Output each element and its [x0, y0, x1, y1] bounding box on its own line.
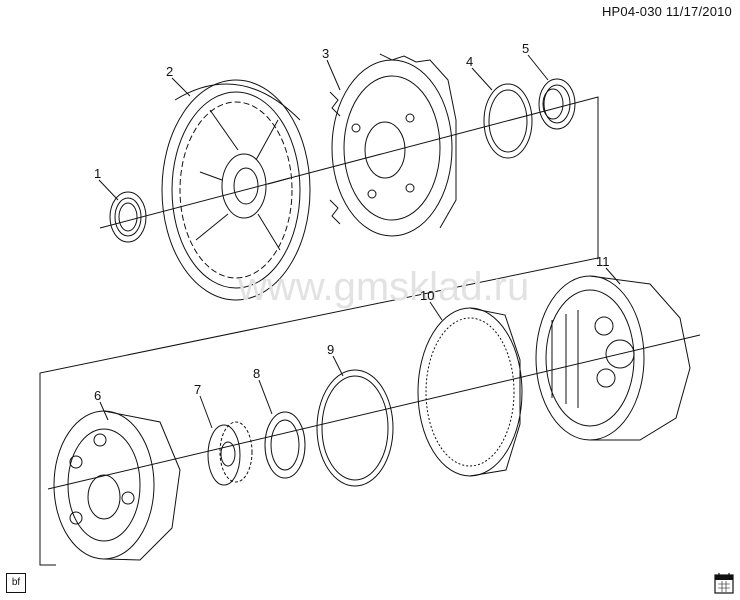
upper-centerline — [39, 96, 599, 566]
callout-6: 6 — [94, 388, 101, 403]
callout-5: 5 — [522, 41, 529, 56]
callout-8: 8 — [253, 366, 260, 381]
calendar-icon — [714, 573, 734, 594]
lower-centerline — [47, 334, 701, 490]
part-5-bushing — [538, 78, 576, 130]
document-id: HP04-030 11/17/2010 — [602, 4, 732, 19]
part-9-snap-ring — [316, 369, 394, 487]
part-11-housing — [535, 275, 691, 441]
part-1-bearing — [109, 191, 147, 243]
callout-2: 2 — [166, 64, 173, 79]
part-7-pinion — [207, 421, 253, 486]
callout-3: 3 — [322, 46, 329, 61]
callout-4: 4 — [466, 54, 473, 69]
callout-9: 9 — [327, 342, 334, 357]
part-10-ring-gear — [417, 307, 523, 477]
leader-lines — [98, 54, 621, 429]
callout-11: 11 — [596, 254, 610, 269]
part-8-washer — [264, 411, 306, 479]
part-6-planetary-carrier — [53, 410, 181, 561]
callout-1: 1 — [94, 166, 101, 181]
part-4-ring — [483, 83, 533, 159]
callout-10: 10 — [420, 288, 434, 303]
corner-label: bf — [6, 573, 26, 593]
doc-date: 11/17/2010 — [665, 4, 732, 19]
part-2-drum — [161, 79, 311, 301]
part-3-carrier — [329, 53, 457, 237]
watermark-text: www.gmsklad.ru — [237, 265, 529, 309]
callout-7: 7 — [194, 382, 201, 397]
doc-number: HP04-030 — [601, 4, 663, 19]
